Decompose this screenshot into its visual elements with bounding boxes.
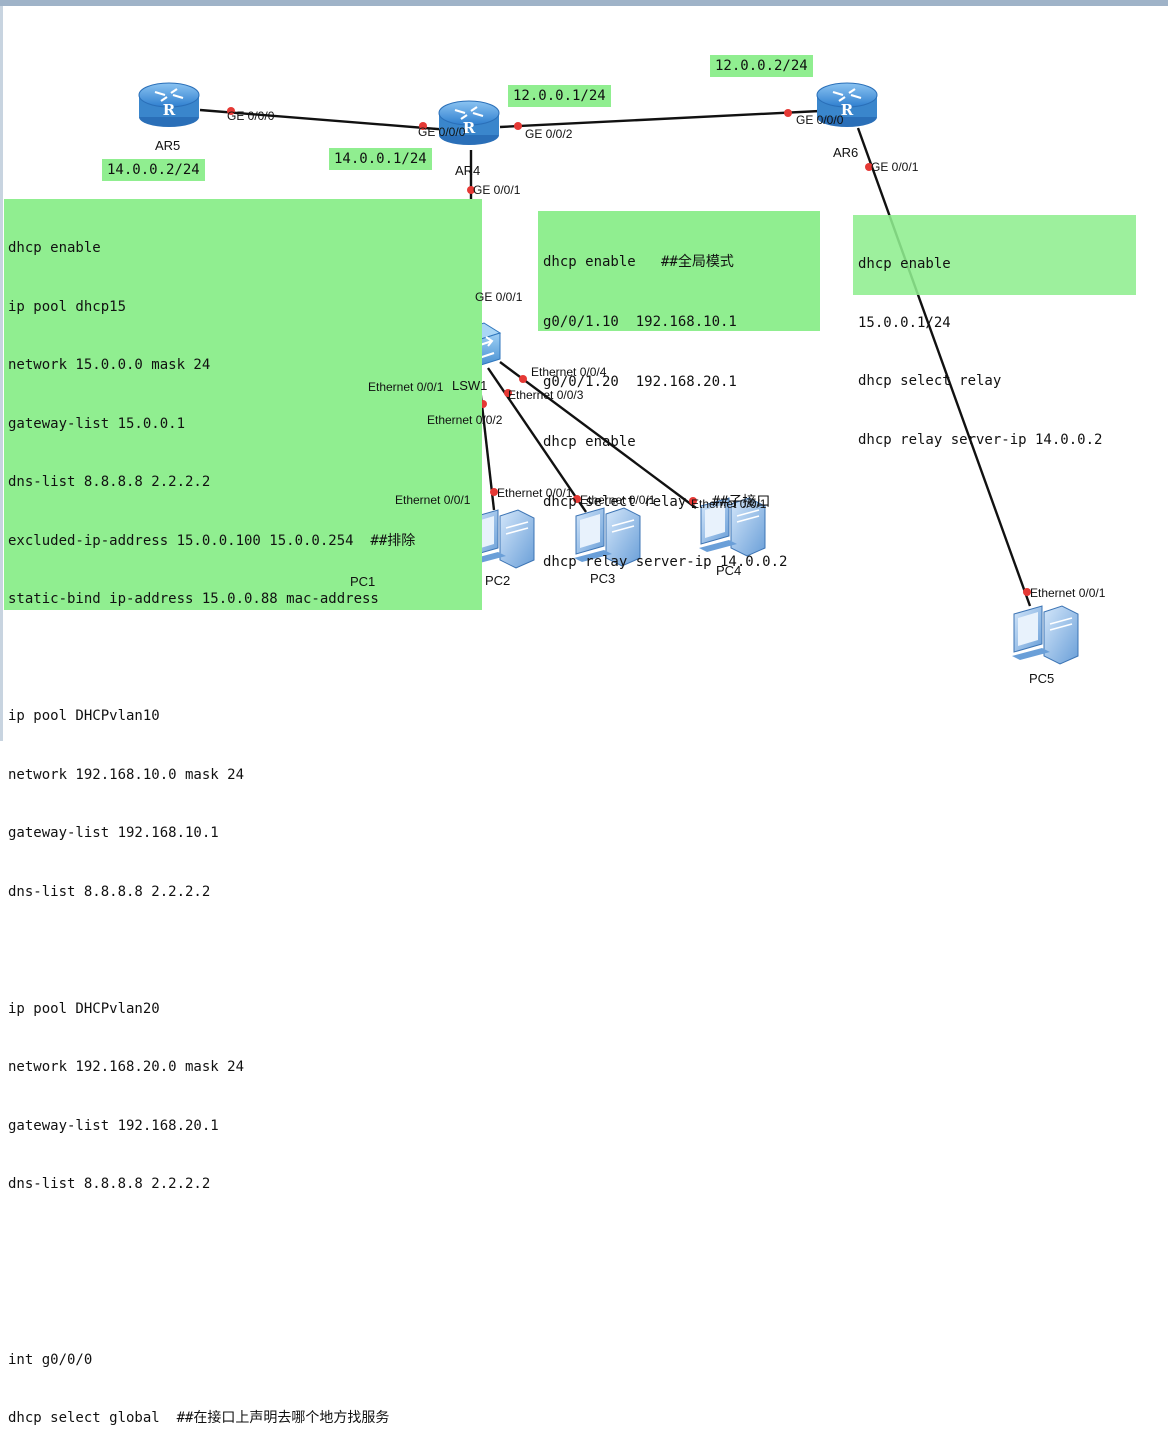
port-label: Ethernet 0/0/2 — [427, 413, 503, 427]
config-line: dhcp select global ##在接口上声明去哪个地方找服务 — [8, 1410, 390, 1426]
device-label-pc2: PC2 — [485, 573, 511, 588]
config-line: dhcp enable — [543, 434, 636, 450]
router-ar4[interactable]: R — [438, 100, 500, 145]
config-line — [8, 1292, 482, 1312]
router-ar6[interactable]: R — [816, 82, 878, 127]
port-label: Ethernet 0/0/1 — [497, 486, 573, 500]
port-label: Ethernet 0/0/4 — [531, 365, 607, 379]
device-label-ar6: AR6 — [833, 145, 859, 160]
device-label-pc1: PC1 — [350, 574, 376, 589]
port-label: Ethernet 0/0/1 — [580, 493, 656, 507]
pc4-icon[interactable] — [699, 497, 766, 557]
config-line: int g0/0/0 — [8, 1351, 93, 1368]
port-dot — [504, 389, 512, 397]
config-line: gateway-list 15.0.0.1 — [8, 415, 186, 432]
port-dot — [1023, 588, 1031, 596]
config-line — [8, 649, 482, 669]
ip-label-ar4-right[interactable]: 12.0.0.1/24 — [508, 85, 611, 107]
config-line: static-bind ip-address 15.0.0.88 mac-add… — [8, 591, 379, 607]
config-line: dhcp relay server-ip 14.0.0.2 — [858, 431, 1103, 448]
note-left-config[interactable]: dhcp enable ip pool dhcp15 network 15.0.… — [4, 199, 482, 1426]
pc3-icon[interactable] — [574, 507, 641, 567]
config-line: dhcp select relay ##子接口 — [543, 494, 771, 510]
note-right-config[interactable]: dhcp enable 15.0.0.1/24 dhcp select rela… — [853, 215, 1136, 448]
link-ar5-ar4[interactable] — [199, 108, 451, 132]
config-line: g0/0/1.10 192.168.10.1 — [543, 314, 737, 330]
config-line: gateway-list 192.168.20.1 — [8, 1117, 219, 1134]
config-line: dhcp relay server-ip 14.0.0.2 — [543, 554, 788, 570]
window-top-border — [0, 0, 1168, 6]
config-line: dhcp enable — [8, 240, 101, 256]
config-line — [8, 941, 482, 961]
port-dot — [227, 107, 235, 115]
config-line: dhcp select relay — [858, 373, 1002, 389]
port-label: GE 0/0/1 — [871, 160, 919, 174]
port-label: GE 0/0/1 — [475, 290, 523, 304]
port-label: GE 0/0/0 — [796, 113, 844, 127]
port-label: GE 0/0/0 — [227, 109, 275, 123]
port-label: GE 0/0/0 — [418, 125, 466, 139]
port-dot — [689, 497, 697, 505]
device-label-ar4: AR4 — [455, 163, 481, 178]
note-middle-config[interactable]: dhcp enable ##全局模式 g0/0/1.10 192.168.10.… — [538, 211, 820, 570]
config-line: dns-list 8.8.8.8 2.2.2.2 — [8, 1176, 211, 1192]
config-line: network 192.168.20.0 mask 24 — [8, 1059, 245, 1075]
link-ar4-ar6[interactable] — [499, 109, 821, 129]
config-line: dhcp enable — [858, 256, 951, 272]
svg-text:R: R — [463, 119, 476, 137]
device-label-pc4: PC4 — [716, 563, 742, 578]
port-label: Ethernet 0/0/1 — [691, 497, 767, 511]
port-dot — [519, 375, 527, 383]
svg-text:R: R — [163, 101, 176, 119]
port-dot — [514, 122, 522, 130]
port-label: Ethernet 0/0/1 — [1030, 586, 1106, 600]
port-dot — [865, 163, 873, 171]
config-line: ip pool dhcp15 — [8, 298, 127, 315]
config-line: gateway-list 192.168.10.1 — [8, 825, 219, 841]
link-ar6-pc5[interactable] — [856, 127, 1032, 607]
window-left-border — [0, 6, 3, 741]
ip-label-ar6[interactable]: 12.0.0.2/24 — [710, 55, 813, 77]
port-label: GE 0/0/1 — [473, 183, 521, 197]
port-label: Ethernet 0/0/1 — [368, 380, 444, 394]
pc5-icon[interactable] — [1012, 605, 1079, 665]
ip-label-ar5[interactable]: 14.0.0.2/24 — [102, 159, 205, 181]
config-line — [8, 1234, 482, 1254]
config-line: ip pool DHCPvlan10 — [8, 708, 160, 724]
config-line: dns-list 8.8.8.8 2.2.2.2 — [8, 883, 211, 900]
port-dot — [573, 495, 581, 503]
config-line: dns-list 8.8.8.8 2.2.2.2 — [8, 474, 211, 490]
device-label-pc3: PC3 — [590, 571, 616, 586]
config-line: excluded-ip-address 15.0.0.100 15.0.0.25… — [8, 532, 416, 549]
config-line: network 192.168.10.0 mask 24 — [8, 766, 245, 783]
device-label-pc5: PC5 — [1029, 671, 1055, 686]
config-line: ip pool DHCPvlan20 — [8, 1000, 160, 1017]
config-line: dhcp enable ##全局模式 — [543, 254, 734, 270]
port-dot — [490, 488, 498, 496]
device-label-ar5: AR5 — [155, 138, 181, 153]
link-lsw1-pc4[interactable] — [499, 361, 697, 509]
device-label-lsw1: LSW1 — [452, 378, 488, 393]
port-label: Ethernet 0/0/1 — [395, 493, 471, 507]
ip-label-ar4-left[interactable]: 14.0.0.1/24 — [329, 148, 432, 170]
port-dot — [467, 186, 475, 194]
svg-text:R: R — [841, 101, 854, 119]
port-label: GE 0/0/2 — [525, 127, 573, 141]
port-dot — [784, 109, 792, 117]
config-line: 15.0.0.1/24 — [858, 314, 951, 331]
config-line: g0/0/1.20 192.168.20.1 — [543, 374, 737, 390]
config-line: network 15.0.0.0 mask 24 — [8, 357, 211, 373]
port-label: Ethernet 0/0/3 — [508, 388, 584, 402]
port-dot — [419, 122, 427, 130]
router-ar5[interactable]: R — [138, 82, 200, 127]
